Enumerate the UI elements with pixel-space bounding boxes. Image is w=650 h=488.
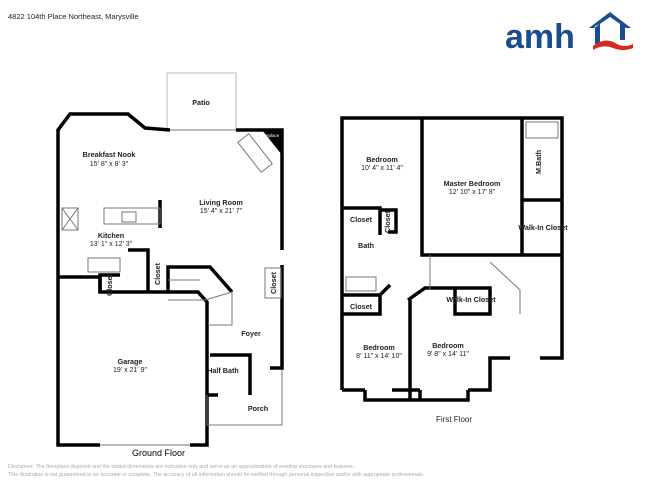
room-label-living-room: Living Room	[199, 198, 243, 207]
room-label-kitchen: Kitchen	[98, 231, 124, 240]
room-label-bedroom: Bedroom	[363, 343, 395, 352]
room-dims-kitchen: 13' 1" x 12' 3"	[90, 241, 133, 248]
room-label-master-bedroom: Master Bedroom	[444, 179, 501, 188]
room-label-closet: Closet	[269, 271, 278, 294]
room-dims-bedroom: 8' 11" x 14' 10"	[356, 353, 402, 360]
room-label-bedroom: Bedroom	[432, 341, 464, 350]
room-label-closet: Closet	[350, 215, 373, 224]
room-label-half-bath: Half Bath	[207, 366, 239, 375]
ground-floor-plan: Patio Fireplace Breakfast Nook 15' 8" x …	[56, 72, 284, 447]
room-dims-living-room: 15' 4" x 21' 7"	[200, 208, 243, 215]
room-label-closet: Closet	[105, 273, 114, 296]
property-address: 4822 104th Place Northeast, Marysville	[8, 12, 139, 21]
logo-text: amh	[505, 18, 575, 52]
room-label-closet: Closet	[383, 210, 392, 233]
first-floor-plan: Bedroom 10' 4" x 11' 4" Master Bedroom 1…	[340, 116, 568, 424]
floor-label-first-floor: First Floor	[436, 415, 472, 424]
room-dims-master-bedroom: 12' 10" x 17' 8"	[449, 189, 496, 196]
house-roof-icon	[589, 12, 631, 44]
room-dims-garage: 19' x 21' 9"	[113, 367, 147, 374]
room-label-foyer: Foyer	[241, 329, 261, 338]
disclaimer-line-2: This illustration is not guaranteed to b…	[8, 472, 425, 478]
disclaimer-line-1: Disclaimer: The floorplans depicted and …	[8, 464, 355, 470]
room-label-walk-in-closet: Walk-In Closet	[446, 295, 496, 304]
room-label-bath: Bath	[358, 241, 374, 250]
room-label-walk-in-closet: Walk-In Closet	[518, 223, 568, 232]
room-label-m-bath: M.Bath	[534, 150, 543, 174]
room-label-patio: Patio	[192, 98, 210, 107]
room-label-breakfast-nook: Breakfast Nook	[83, 150, 136, 159]
room-label-bedroom: Bedroom	[366, 155, 398, 164]
fireplace	[262, 130, 282, 155]
swoosh-icon	[593, 40, 633, 50]
room-label-garage: Garage	[118, 357, 143, 366]
room-label-fireplace: Fireplace	[261, 133, 280, 138]
room-dims-breakfast-nook: 15' 8" x 8' 3"	[90, 161, 129, 168]
amh-logo: amh	[505, 12, 633, 52]
room-label-closet: Closet	[153, 262, 162, 285]
disclaimer: Disclaimer: The floorplans depicted and …	[8, 463, 608, 479]
floor-label-ground-floor: Ground Floor	[132, 448, 186, 458]
room-dims-bedroom: 9' 8" x 14' 11"	[427, 351, 469, 358]
room-dims-bedroom: 10' 4" x 11' 4"	[361, 165, 403, 172]
room-label-porch: Porch	[248, 404, 268, 413]
room-label-closet: Closet	[350, 302, 373, 311]
